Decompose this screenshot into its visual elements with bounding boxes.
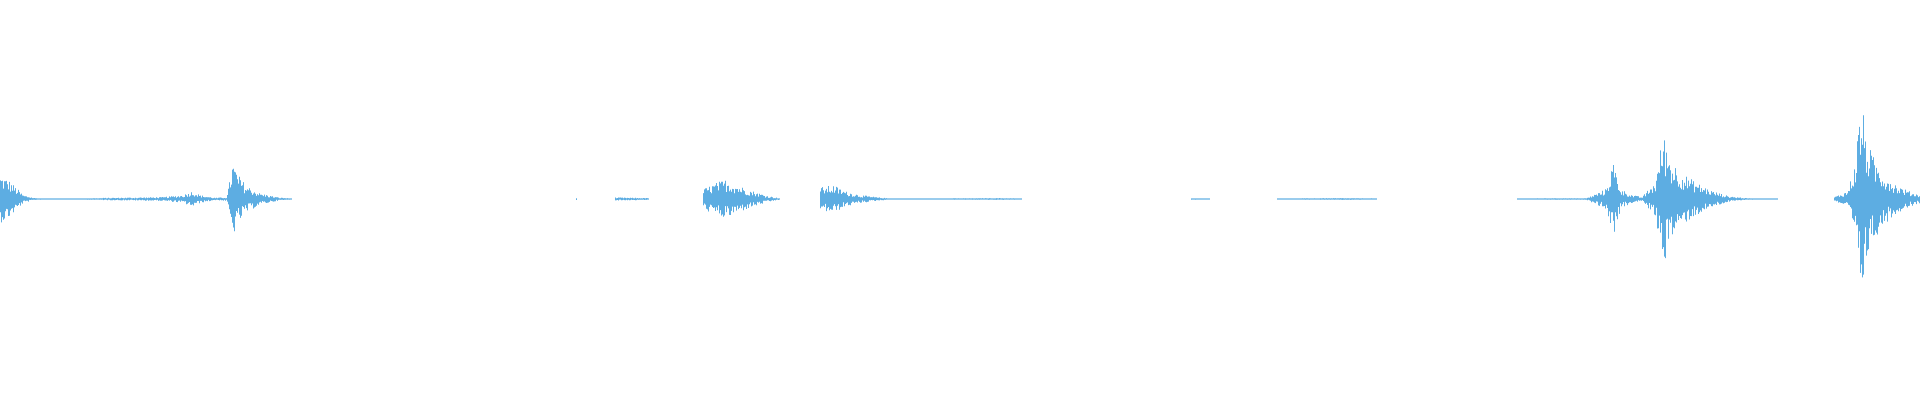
waveform-path	[0, 115, 1920, 278]
waveform-peaks	[0, 115, 1920, 278]
